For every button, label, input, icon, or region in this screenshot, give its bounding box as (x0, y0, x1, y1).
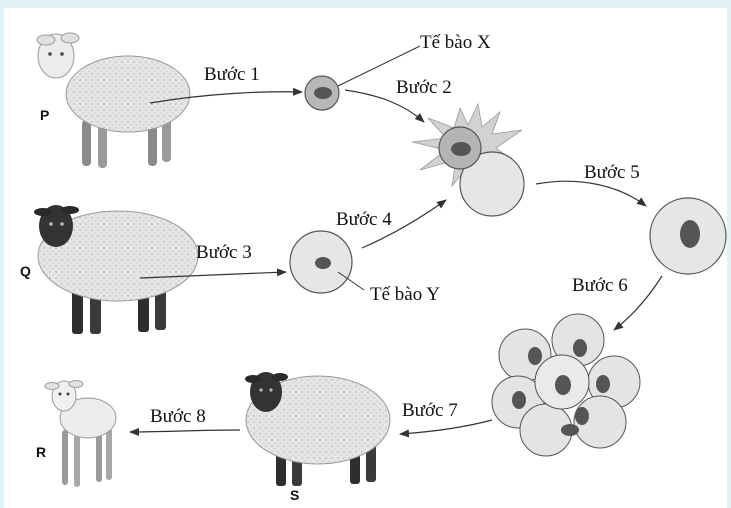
step-label-1: Bước 1 (204, 64, 260, 85)
cell-y-icon (290, 231, 352, 293)
step-label-7: Bước 7 (402, 400, 458, 421)
step-label-3: Bước 3 (196, 242, 252, 263)
animal-label-r: R (36, 444, 46, 460)
step-label-2: Bước 2 (396, 77, 452, 98)
cell-x-label: Tế bào X (420, 32, 491, 53)
sheep-q-icon (34, 205, 198, 334)
step-label-8: Bước 8 (150, 406, 206, 427)
animal-label-q: Q (20, 263, 31, 279)
embryo-cluster-icon (492, 314, 640, 456)
lamb-r-icon (45, 381, 116, 488)
sheep-s-icon (245, 372, 390, 486)
cell-y-label: Tế bào Y (370, 284, 440, 305)
arrow-step-7 (400, 420, 492, 434)
step-label-4: Bước 4 (336, 209, 392, 230)
animal-label-p: P (40, 107, 49, 123)
step-label-5: Bước 5 (584, 162, 640, 183)
arrow-step-5 (536, 181, 646, 206)
animal-label-s: S (290, 487, 299, 503)
arrow-step-8 (130, 430, 240, 432)
egg-cell-icon (650, 198, 726, 274)
cell-x-icon (305, 76, 339, 110)
step-label-6: Bước 6 (572, 275, 628, 296)
